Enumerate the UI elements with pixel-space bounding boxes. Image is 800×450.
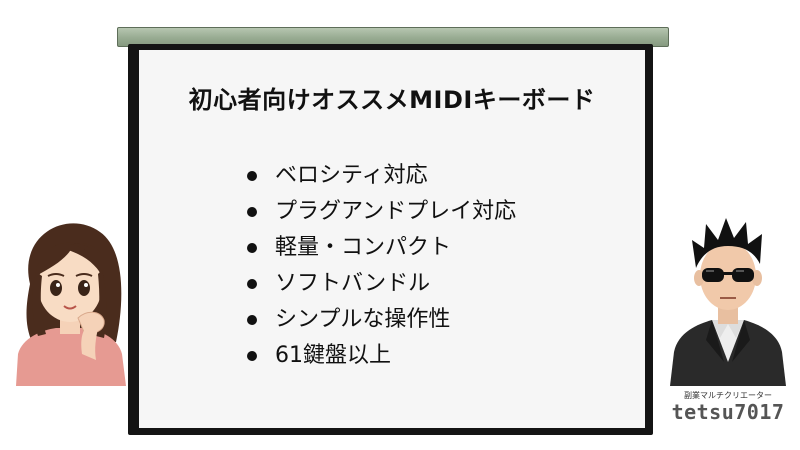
creator-caption: 副業マルチクリエーター [684, 391, 772, 400]
projector-screen: 初心者向けオススメMIDIキーボード ベロシティ対応 プラグアンドプレイ対応 軽… [139, 50, 645, 428]
bullet-icon [247, 351, 257, 361]
sunglasses-man-avatar-icon [670, 218, 786, 386]
girl-avatar-icon [16, 223, 126, 386]
feature-label: ソフトバンドル [275, 271, 431, 296]
feature-item: シンプルな操作性 [243, 302, 516, 338]
bullet-icon [247, 279, 257, 289]
bullet-icon [247, 243, 257, 253]
feature-list: ベロシティ対応 プラグアンドプレイ対応 軽量・コンパクト ソフトバンドル シンプ… [243, 158, 516, 374]
slide-title: 初心者向けオススメMIDIキーボード [188, 86, 596, 114]
bullet-icon [247, 315, 257, 325]
feature-item: 軽量・コンパクト [243, 230, 516, 266]
feature-label: シンプルな操作性 [275, 307, 451, 332]
bullet-icon [247, 171, 257, 181]
feature-label: 61鍵盤以上 [275, 343, 391, 368]
bullet-icon [247, 207, 257, 217]
feature-item: 61鍵盤以上 [243, 338, 516, 374]
feature-label: プラグアンドプレイ対応 [275, 199, 517, 224]
feature-label: ベロシティ対応 [275, 163, 428, 188]
feature-item: プラグアンドプレイ対応 [243, 194, 516, 230]
feature-label: 軽量・コンパクト [275, 235, 452, 260]
feature-item: ベロシティ対応 [243, 158, 516, 194]
creator-name: tetsu7017 [671, 400, 785, 424]
feature-item: ソフトバンドル [243, 266, 516, 302]
